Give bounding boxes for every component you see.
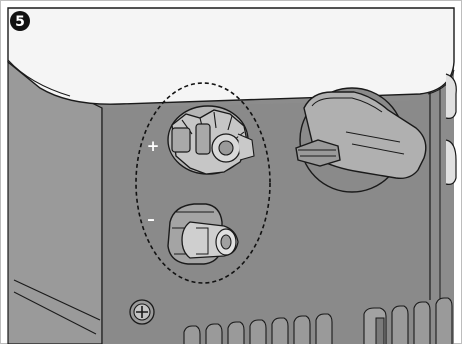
positive-label: + [147,137,160,155]
ground-screw-icon [130,300,154,324]
step-number: 5 [15,14,25,30]
negative-label: – [147,210,155,228]
step-marker: 5 [10,11,30,31]
